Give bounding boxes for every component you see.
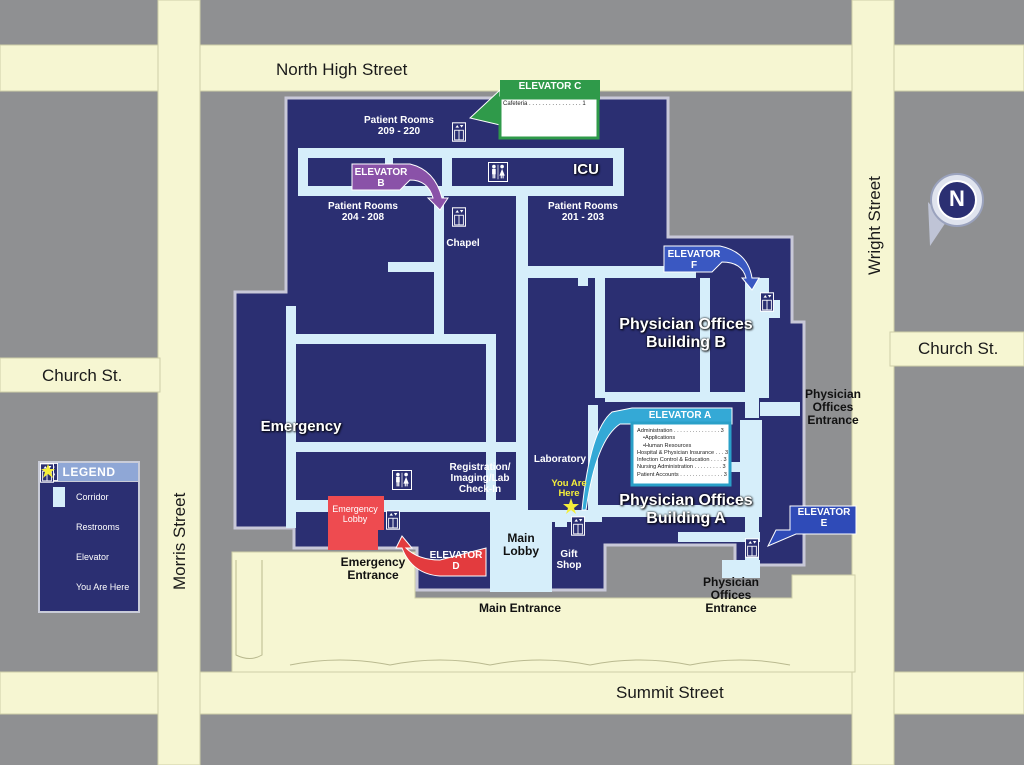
elevator-a-icon	[571, 516, 585, 536]
elevator-a-label: ELEVATOR A	[648, 410, 712, 421]
legend: LEGEND Corridor Restrooms Elevator You A…	[38, 461, 140, 613]
elevator-b-pointer	[351, 163, 449, 211]
directory-a-line: Infection Control & Education . . . . 3	[637, 457, 727, 464]
legend-item-label: You Are Here	[76, 582, 130, 592]
north-compass-icon	[928, 173, 984, 246]
main-entrance-label: Main Entrance	[478, 601, 562, 615]
legend-item-elevator: Elevator	[40, 463, 138, 572]
elevator-c-label: ELEVATOR C	[518, 81, 582, 92]
street-north-high: North High Street	[276, 60, 408, 79]
you-are-here-star	[563, 498, 579, 514]
directory-a-line: Hospital & Physician Insurance . . . 3	[637, 449, 729, 456]
directory-c-floor: 1	[582, 101, 586, 107]
elevator-f-pointer	[663, 245, 760, 291]
directory-a-line: Administration . . . . . . . . . . . . .…	[637, 428, 724, 434]
elevator-c-icon	[452, 122, 466, 142]
elevator-e-icon	[745, 538, 759, 558]
elevator-a-pointer	[581, 407, 733, 511]
directory-c-entry: Cafeteria	[503, 101, 528, 107]
street-morris: Morris Street	[170, 492, 189, 590]
emergency-label: Emergency	[260, 418, 342, 435]
star-icon	[41, 464, 55, 478]
legend-item-corridor: Corridor	[40, 482, 138, 512]
directory-a-line: Patient Accounts . . . . . . . . . . . .…	[637, 471, 727, 478]
directory-a-line: Nursing Administration . . . . . . . . .…	[637, 464, 726, 471]
directory-a-line: •Applications	[643, 435, 676, 442]
elevator-e-pointer	[766, 505, 857, 547]
street-church-east: Church St.	[918, 339, 999, 358]
elevator-c-pointer	[468, 80, 600, 140]
legend-item-you-are-here: You Are Here	[40, 464, 138, 602]
elevator-d-icon	[386, 510, 400, 530]
legend-item-label: Restrooms	[76, 522, 120, 532]
laboratory-label: Laboratory	[533, 454, 587, 465]
street-summit: Summit Street	[616, 683, 724, 702]
restroom-icon-south	[392, 470, 412, 490]
legend-item-label: Corridor	[76, 492, 109, 502]
directory-a: Administration . . . . . . . . . . . . .…	[637, 428, 729, 479]
directory-a-line: •Human Resources	[643, 442, 692, 449]
street-church-west: Church St.	[42, 366, 123, 385]
legend-item-label: Elevator	[76, 552, 110, 562]
legend-title: LEGEND	[40, 463, 138, 482]
street-wright: Wright Street	[865, 176, 884, 275]
compass-letter: N	[949, 186, 965, 211]
restroom-icon-north	[488, 162, 508, 182]
corridor-swatch	[53, 487, 65, 507]
elevator-d-pointer	[395, 535, 487, 577]
elevator-b-icon	[452, 207, 466, 227]
legend-item-restrooms: Restrooms	[40, 463, 138, 542]
icu-label: ICU	[573, 161, 599, 178]
elevator-f-icon	[760, 292, 774, 312]
directory-c: Cafeteria . . . . . . . . . . . . . . . …	[503, 101, 586, 107]
emergency-lobby-room	[328, 496, 384, 550]
corridors	[286, 148, 800, 592]
chapel-label: Chapel	[446, 238, 480, 249]
